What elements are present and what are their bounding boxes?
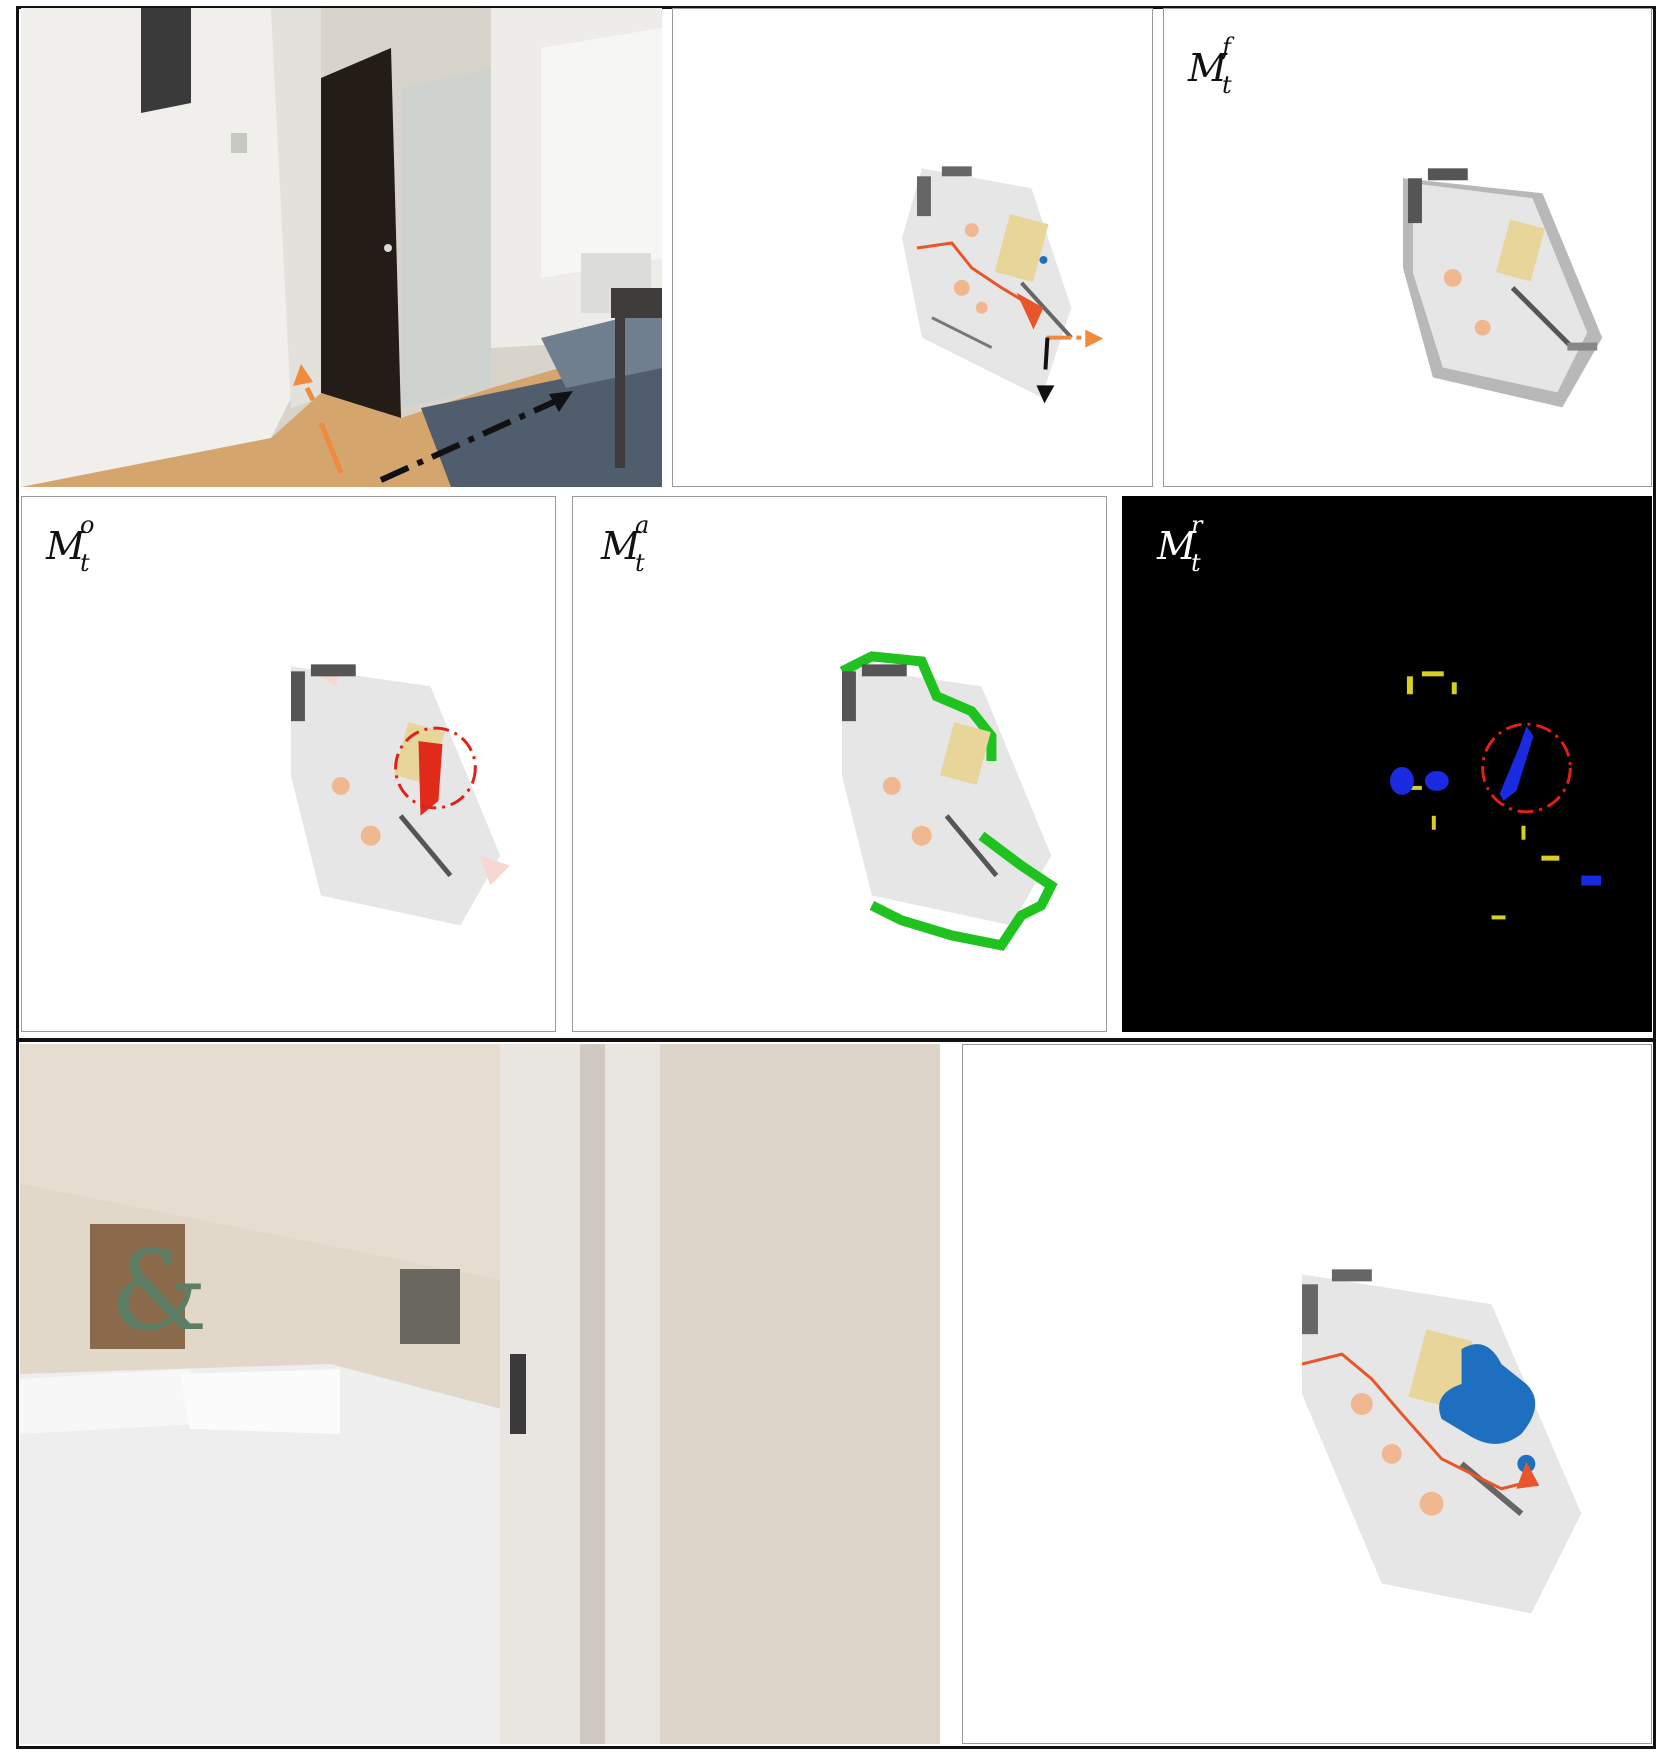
bottom-figure-frame (16, 1038, 1656, 1749)
rgb-observation-current (21, 8, 662, 487)
semantic-map-current (672, 8, 1153, 487)
rgb-observation-next: & (20, 1044, 940, 1744)
semantic-map-next (962, 1044, 1652, 1744)
svg-text:&: & (110, 1227, 208, 1355)
